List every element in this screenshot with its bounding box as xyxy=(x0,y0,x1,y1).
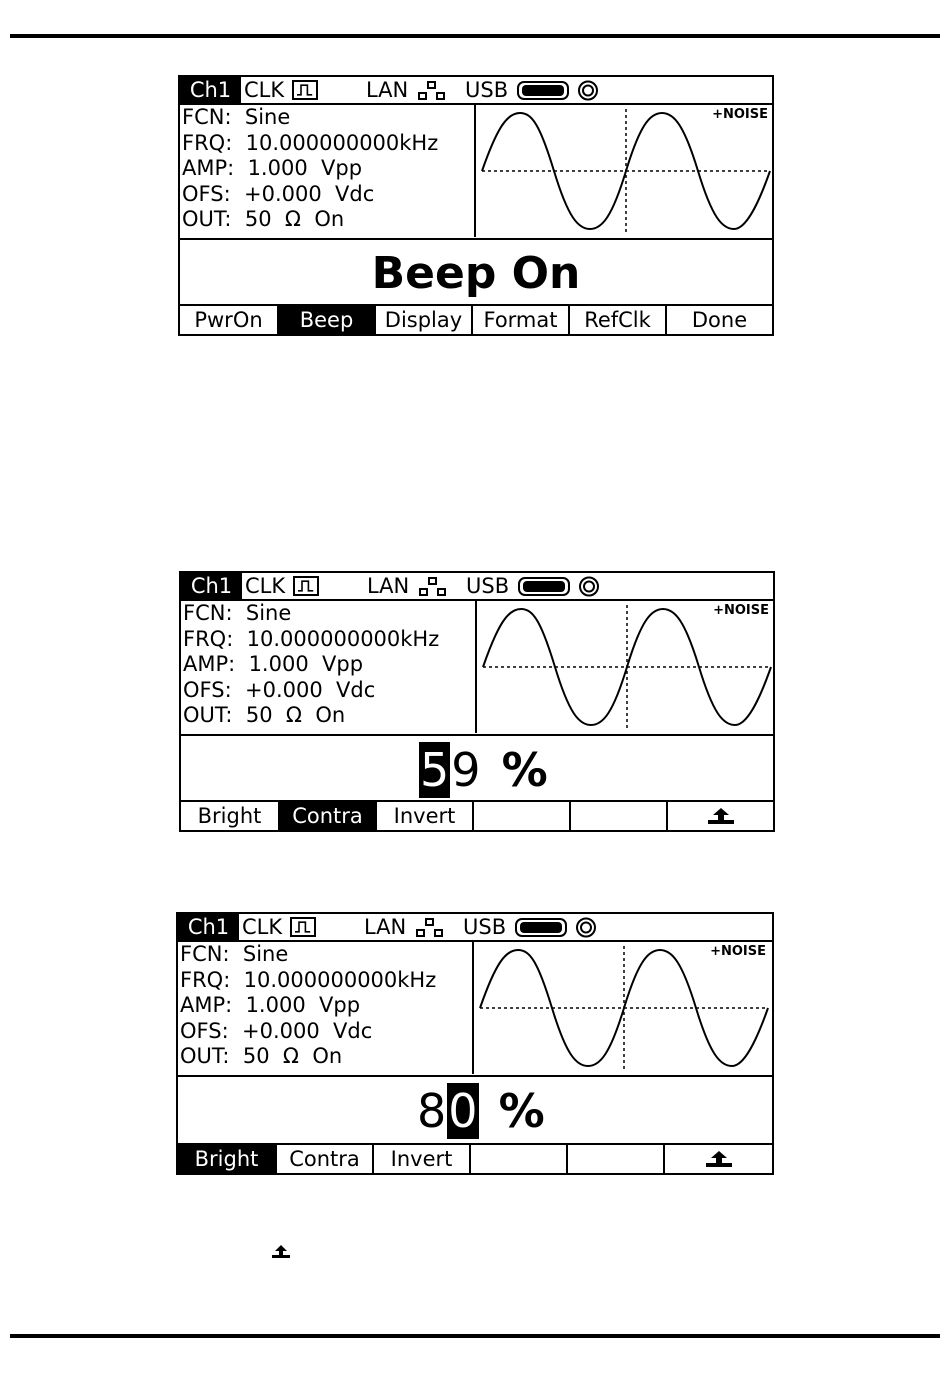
lan-label: LAN xyxy=(367,574,410,598)
lan-network-icon xyxy=(419,577,446,596)
softkey-bar: Bright Contra Invert xyxy=(178,1143,772,1173)
display-screen-brightness: Ch1 CLK LAN USB FCN: Sine FRQ: 10.000000… xyxy=(176,912,774,1175)
lan-network-icon xyxy=(418,81,445,100)
softkey-refclk[interactable]: RefClk xyxy=(568,306,665,334)
waveform-preview: +NOISE xyxy=(479,601,773,733)
usb-drive-icon xyxy=(515,917,596,938)
softkey-contra[interactable]: Contra xyxy=(275,1145,372,1173)
value-entry-area: 80% xyxy=(178,1075,772,1145)
param-output: OUT: 50 Ω On xyxy=(183,703,346,727)
param-output: OUT: 50 Ω On xyxy=(182,207,345,231)
softkey-done[interactable]: Done xyxy=(665,306,772,334)
softkey-pwron[interactable]: PwrOn xyxy=(194,308,263,332)
message-area: Beep On xyxy=(180,238,772,308)
value-digit[interactable]: 8 xyxy=(417,1084,447,1138)
return-arrow-icon xyxy=(272,1245,290,1258)
param-frequency: FRQ: 10.000000000kHz xyxy=(182,130,439,155)
parameter-panel: FCN: Sine FRQ: 10.000000000kHz AMP: 1.00… xyxy=(181,601,477,733)
status-bar: Ch1 CLK LAN USB xyxy=(178,914,772,942)
sine-wave-graph xyxy=(481,109,771,233)
square-wave-clock-icon xyxy=(290,917,316,937)
softkey-empty-4[interactable] xyxy=(469,1145,566,1173)
softkey-beep[interactable]: Beep xyxy=(277,306,374,334)
channel-indicator: Ch1 xyxy=(180,77,241,103)
channel-indicator: Ch1 xyxy=(181,573,242,599)
param-amplitude: AMP: 1.000 Vpp xyxy=(183,652,364,676)
sine-wave-graph xyxy=(482,605,772,729)
softkey-invert[interactable]: Invert xyxy=(375,802,472,830)
display-screen-contrast: Ch1 CLK LAN USB FCN: Sine FRQ: 10.000000… xyxy=(179,571,775,832)
contrast-value[interactable]: 59% xyxy=(419,742,548,798)
softkey-return[interactable] xyxy=(663,1145,772,1173)
value-digit[interactable]: 9 xyxy=(451,743,481,797)
brightness-value[interactable]: 80% xyxy=(416,1083,545,1139)
beep-status-message: Beep On xyxy=(371,248,581,299)
waveform-preview: +NOISE xyxy=(478,105,772,237)
return-arrow-icon xyxy=(705,1151,732,1167)
top-rule xyxy=(10,34,940,38)
softkey-empty-5[interactable] xyxy=(569,802,666,830)
softkey-format[interactable]: Format xyxy=(471,306,568,334)
percent-unit: % xyxy=(498,1084,545,1138)
parameter-panel: FCN: Sine FRQ: 10.000000000kHz AMP: 1.00… xyxy=(178,942,474,1074)
usb-label: USB xyxy=(465,78,509,102)
waveform-preview: +NOISE xyxy=(476,942,770,1074)
clk-label: CLK xyxy=(242,915,283,939)
softkey-bar: PwrOn Beep Display Format RefClk Done xyxy=(180,304,772,334)
lan-label: LAN xyxy=(366,78,409,102)
param-offset: OFS: +0.000 Vdc xyxy=(183,677,376,702)
softkey-empty-4[interactable] xyxy=(472,802,569,830)
param-output: OUT: 50 Ω On xyxy=(180,1044,343,1068)
param-frequency: FRQ: 10.000000000kHz xyxy=(183,626,440,651)
param-amplitude: AMP: 1.000 Vpp xyxy=(182,156,363,180)
softkey-bar: Bright Contra Invert xyxy=(181,800,773,830)
parameter-panel: FCN: Sine FRQ: 10.000000000kHz AMP: 1.00… xyxy=(180,105,476,237)
status-bar: Ch1 CLK LAN USB xyxy=(180,77,772,105)
param-frequency: FRQ: 10.000000000kHz xyxy=(180,967,437,992)
sine-wave-graph xyxy=(479,946,769,1070)
softkey-display[interactable]: Display xyxy=(374,306,471,334)
channel-indicator: Ch1 xyxy=(178,914,239,940)
value-digit-cursor[interactable]: 0 xyxy=(447,1083,479,1139)
lan-label: LAN xyxy=(364,915,407,939)
usb-label: USB xyxy=(463,915,507,939)
param-amplitude: AMP: 1.000 Vpp xyxy=(180,993,361,1017)
param-function: FCN: Sine xyxy=(183,601,292,625)
value-entry-area: 59% xyxy=(181,734,773,804)
softkey-return[interactable] xyxy=(666,802,773,830)
softkey-empty-5[interactable] xyxy=(566,1145,663,1173)
lan-network-icon xyxy=(416,918,443,937)
param-offset: OFS: +0.000 Vdc xyxy=(182,181,375,206)
value-digit-cursor[interactable]: 5 xyxy=(419,742,451,798)
usb-label: USB xyxy=(466,574,510,598)
usb-drive-icon xyxy=(518,576,599,597)
bottom-rule xyxy=(10,1334,940,1338)
noise-label: +NOISE xyxy=(710,944,766,959)
square-wave-clock-icon xyxy=(293,576,319,596)
clk-label: CLK xyxy=(244,78,285,102)
return-arrow-icon xyxy=(707,808,734,824)
noise-label: +NOISE xyxy=(712,107,768,122)
param-function: FCN: Sine xyxy=(182,105,291,129)
display-screen-beep: Ch1 CLK LAN USB FCN: Sine FRQ: 10.000000… xyxy=(178,75,774,336)
param-function: FCN: Sine xyxy=(180,942,289,966)
usb-drive-icon xyxy=(517,80,598,101)
clk-label: CLK xyxy=(245,574,286,598)
softkey-bright[interactable]: Bright xyxy=(178,1145,275,1173)
status-bar: Ch1 CLK LAN USB xyxy=(181,573,773,601)
noise-label: +NOISE xyxy=(713,603,769,618)
softkey-invert[interactable]: Invert xyxy=(372,1145,469,1173)
square-wave-clock-icon xyxy=(292,80,318,100)
percent-unit: % xyxy=(501,743,548,797)
softkey-contra[interactable]: Contra xyxy=(278,802,375,830)
param-offset: OFS: +0.000 Vdc xyxy=(180,1018,373,1043)
softkey-bright[interactable]: Bright xyxy=(197,804,262,828)
